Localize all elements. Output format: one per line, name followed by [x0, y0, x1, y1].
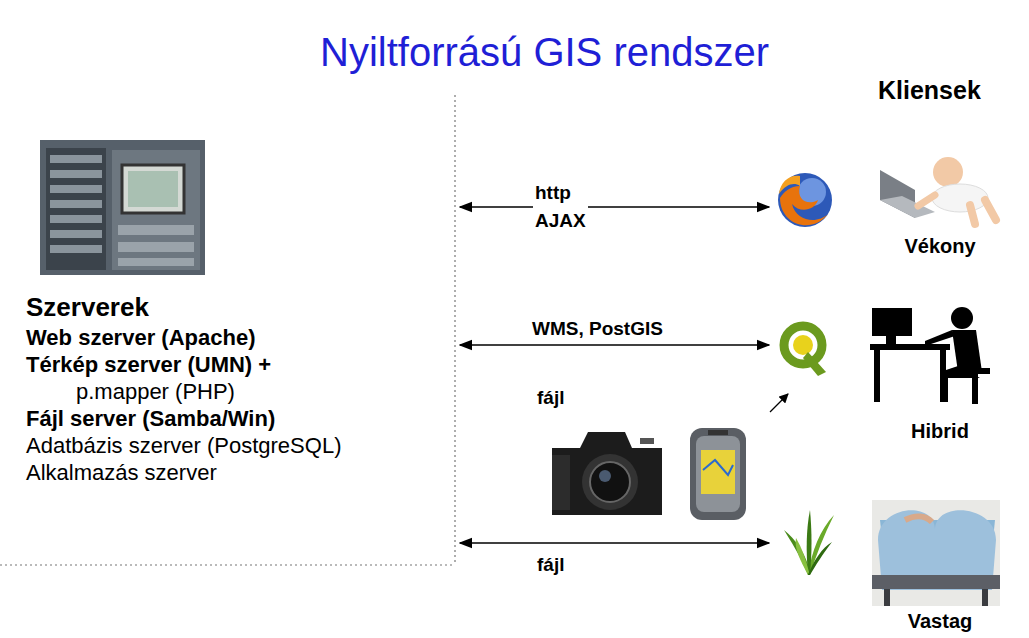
separator-line	[454, 95, 455, 565]
connector-arrow	[460, 206, 769, 208]
client-box: Vékony	[770, 150, 1010, 258]
diagram-title: Nyiltforrású GIS rendszer	[320, 30, 769, 75]
connector-label: http AJAX	[533, 179, 588, 235]
firefox-icon	[778, 173, 832, 227]
client-label: Vastag	[908, 610, 972, 633]
connector-label: fájl	[535, 386, 566, 410]
server-item: Adatbázis szerver (PostgreSQL)	[26, 432, 454, 459]
group-heading: Szerverek	[26, 290, 454, 324]
separator-line	[0, 564, 455, 565]
server-item: Fájl server (Samba/Win)	[26, 405, 454, 432]
server-group: SzerverekWeb szerver (Apache)Térkép szer…	[20, 130, 458, 560]
connector-label: fájl	[535, 553, 566, 577]
grass-icon	[784, 510, 834, 575]
thick-client-photo	[872, 500, 1000, 606]
server-photo	[40, 140, 205, 275]
server-item: Alkalmazás szerver	[26, 459, 454, 486]
connector-arrow	[460, 542, 769, 544]
connector-arrow	[460, 344, 769, 346]
client-label: Hibrid	[911, 420, 969, 443]
client-box: Hibrid	[770, 300, 1010, 443]
column-heading: Kliensek	[878, 76, 981, 105]
qgis-icon	[784, 326, 826, 376]
camera-photo	[552, 432, 662, 515]
hybrid-client-silhouette	[870, 307, 990, 404]
connector-label: WMS, PostGIS	[530, 317, 665, 341]
server-item: Web szerver (Apache)	[26, 324, 454, 351]
thin-client-photo	[875, 150, 1000, 228]
gps-device	[690, 428, 746, 520]
server-item: Térkép szerver (UMN) +	[26, 351, 454, 378]
client-box: Vastag	[770, 495, 1010, 633]
client-label: Vékony	[904, 235, 975, 258]
server-item: p.mapper (PHP)	[76, 378, 454, 405]
leader-arrow	[770, 394, 788, 412]
